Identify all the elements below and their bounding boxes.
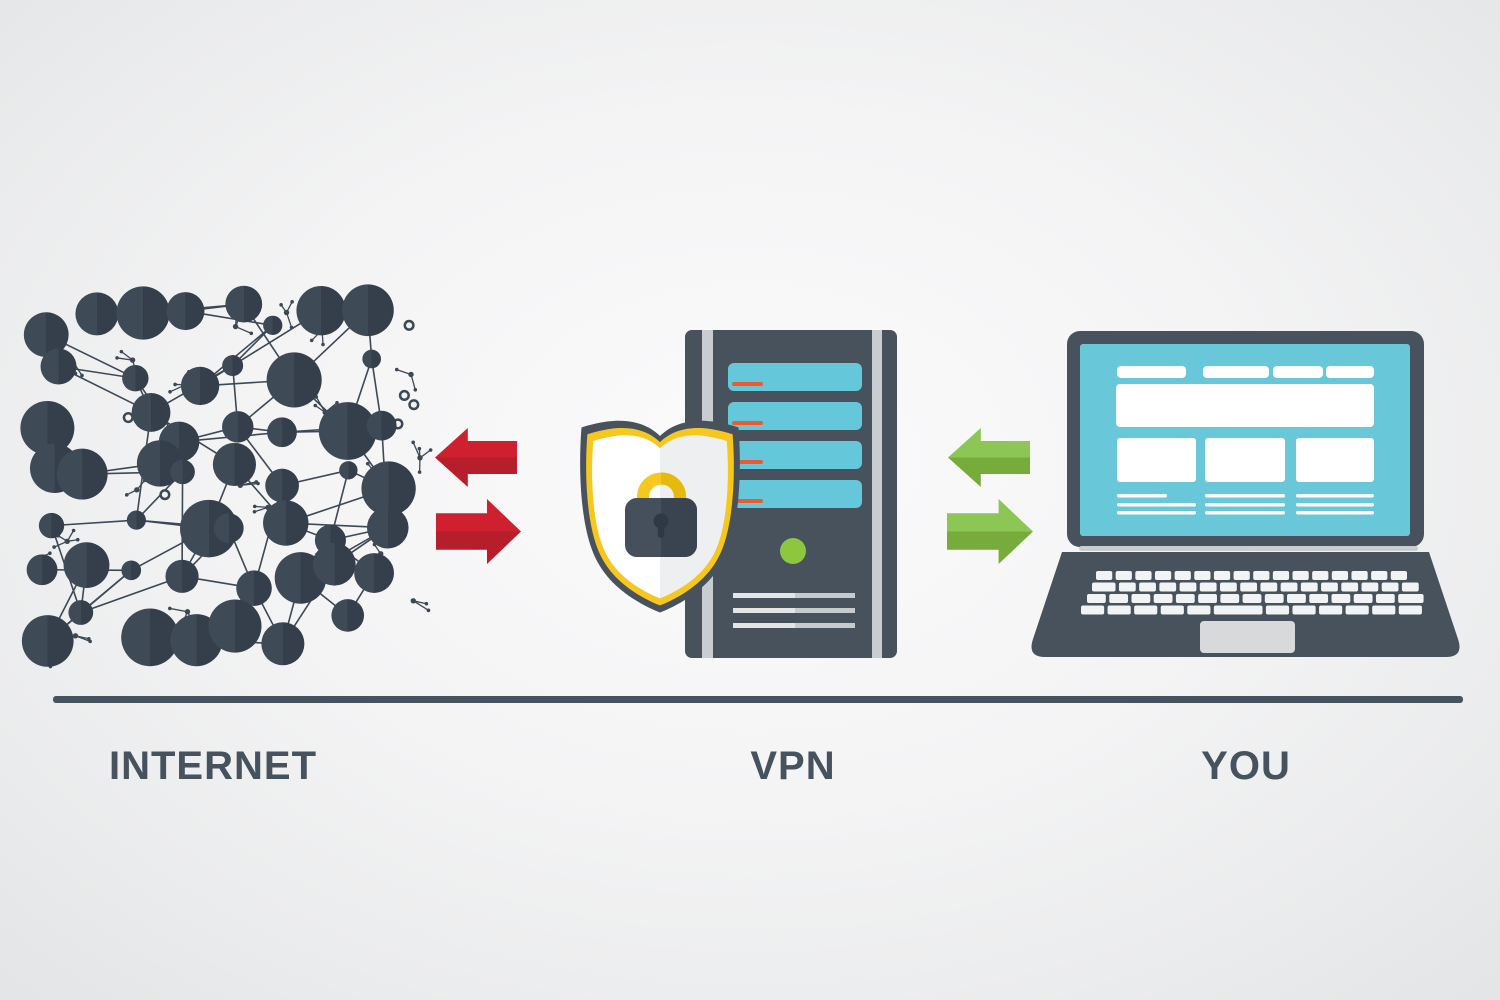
label-internet: INTERNET	[109, 744, 317, 788]
label-vpn: VPN	[750, 744, 836, 788]
vpn-server-icon	[685, 330, 897, 658]
keyboard	[1081, 571, 1424, 615]
baseline-divider	[53, 696, 1463, 703]
shield-lock-icon	[580, 420, 740, 613]
label-you: YOU	[1201, 744, 1291, 788]
network-nodes	[20, 284, 416, 667]
red-arrows-icon	[435, 428, 521, 564]
laptop-icon	[1031, 331, 1460, 657]
green-arrows-icon	[947, 428, 1033, 564]
browser-wireframe	[1116, 366, 1374, 515]
internet-network-icon	[20, 284, 433, 669]
